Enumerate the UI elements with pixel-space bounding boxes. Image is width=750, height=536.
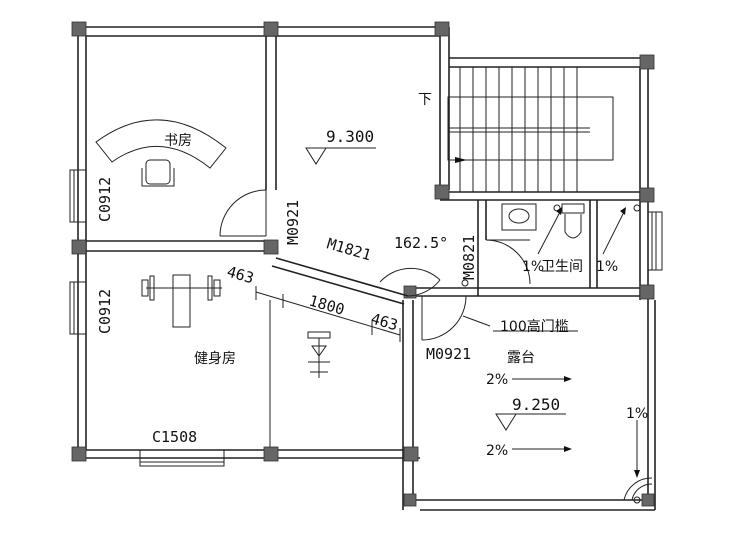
sink-icon	[501, 203, 537, 231]
slope-side: 1%	[596, 259, 618, 275]
stair-treads	[459, 67, 578, 192]
dimension-angle: 162.5°	[394, 234, 448, 252]
slope-terrace-1: 2%	[486, 372, 508, 388]
elevation-marker-terrace	[495, 413, 566, 431]
slope-arrows	[462, 207, 640, 478]
structural-columns	[71, 21, 655, 507]
window-bathroom-side	[647, 211, 663, 271]
door-tag-bathroom: M0821	[460, 235, 478, 280]
stair-down-label: 下	[418, 92, 432, 108]
window-gym-side	[69, 281, 87, 335]
door-study-swing	[219, 189, 267, 237]
window-tag-gym: C0912	[96, 289, 114, 334]
toilet-icon	[561, 203, 585, 239]
elevation-marker-main	[305, 147, 376, 165]
door-angled-opening	[271, 257, 441, 305]
elevation-main: 9.300	[326, 127, 374, 146]
door-tag-terrace: M0921	[426, 345, 471, 363]
window-study-side	[69, 169, 87, 223]
window-gym-bottom	[139, 449, 225, 467]
stair-arrow-icon	[455, 157, 467, 163]
dimension-middle: 1800	[307, 292, 347, 319]
study-desk-icon	[95, 119, 227, 187]
threshold-note: 100高门槛	[500, 318, 569, 335]
door-bathroom-swing	[485, 239, 531, 285]
angled-dimension	[255, 286, 401, 342]
door-tag-study: M0921	[284, 200, 302, 245]
window-tag-gym-bottom: C1508	[152, 428, 197, 446]
drain-icon-1	[461, 204, 641, 504]
room-label-terrace: 露台	[507, 350, 535, 366]
slope-terrace-right: 1%	[626, 406, 648, 422]
slope-bath: 1%	[522, 259, 544, 275]
room-label-gym: 健身房	[194, 351, 236, 367]
gym-bench-icon	[141, 274, 222, 328]
window-tag-study: C0912	[96, 177, 114, 222]
elevation-terrace: 9.250	[512, 395, 560, 414]
terrace-corner-detail	[623, 477, 653, 501]
room-label-bathroom: 卫生间	[541, 259, 583, 275]
door-terrace-swing	[421, 295, 467, 341]
slope-terrace-2: 2%	[486, 443, 508, 459]
gym-equipment-icon	[307, 331, 331, 378]
door-tag-angled: M1821	[325, 235, 373, 265]
staircase: 下	[418, 67, 614, 192]
room-label-study: 书房	[164, 133, 192, 149]
dimension-left: 463	[225, 263, 256, 288]
dimension-right: 463	[369, 310, 400, 335]
